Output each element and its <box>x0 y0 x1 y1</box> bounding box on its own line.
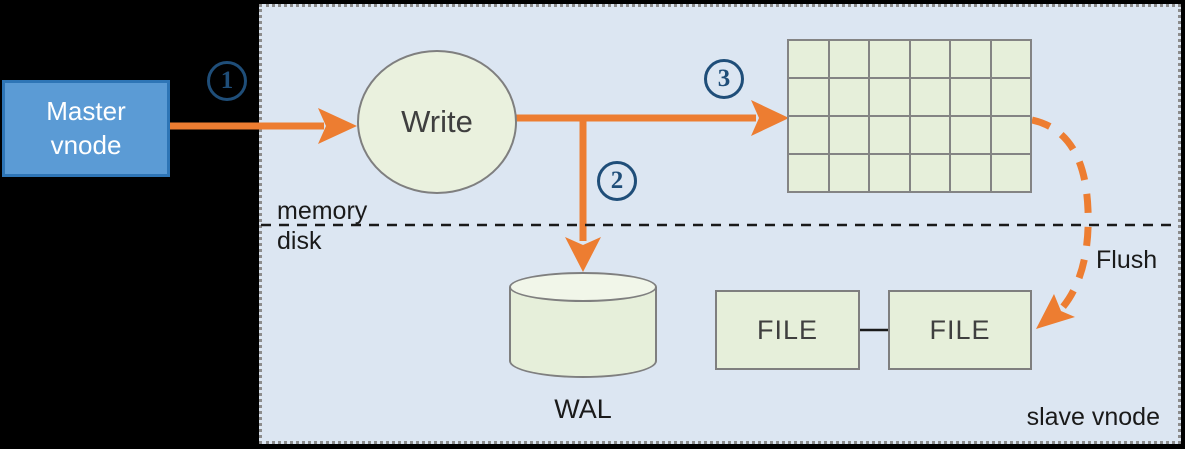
memtable-cell <box>991 117 1030 153</box>
slave-vnode-label: slave vnode <box>1026 403 1160 431</box>
memtable-cell <box>951 79 990 115</box>
step-3-number: 3 <box>717 65 731 92</box>
memtable-cell <box>870 79 909 115</box>
memory-label: memory <box>277 197 368 225</box>
file-box-2: FILE <box>888 290 1032 370</box>
memtable-cell <box>870 41 909 77</box>
file-box-2-label: FILE <box>929 314 991 345</box>
memtable-cell <box>991 41 1030 77</box>
wal-cylinder-top <box>509 272 657 302</box>
memtable-cell <box>789 79 828 115</box>
memtable-cell <box>991 79 1030 115</box>
step-2-number: 2 <box>610 167 624 194</box>
write-node: Write <box>357 50 517 194</box>
memtable-cell <box>829 79 868 115</box>
memtable-cell <box>910 117 949 153</box>
step-2-badge: 2 <box>597 161 637 201</box>
memtable-cell <box>910 41 949 77</box>
step-1-badge: 1 <box>207 61 247 101</box>
memtable-cell <box>789 117 828 153</box>
memtable-cell <box>870 155 909 191</box>
memtable-cell <box>829 117 868 153</box>
file-box-1: FILE <box>715 290 860 370</box>
master-vnode-box: Master vnode <box>2 80 170 177</box>
wal-cylinder-body <box>509 287 657 378</box>
step-3-badge: 3 <box>704 59 744 99</box>
wal-label: WAL <box>554 394 612 424</box>
memtable-cell <box>789 155 828 191</box>
memtable-cell <box>910 155 949 191</box>
memtable-cell <box>789 41 828 77</box>
memtable-cell <box>829 41 868 77</box>
memtable-cell <box>829 155 868 191</box>
wal-cylinder <box>509 272 657 378</box>
step-1-number: 1 <box>220 67 234 94</box>
flush-label: Flush <box>1096 246 1158 274</box>
memtable-cell <box>951 41 990 77</box>
memtable-cell <box>951 155 990 191</box>
disk-label: disk <box>277 227 322 255</box>
file-box-1-label: FILE <box>756 314 819 345</box>
memtable-grid <box>787 39 1032 193</box>
write-node-label: Write <box>401 104 473 139</box>
memtable-cell <box>991 155 1030 191</box>
memtable-cell <box>870 117 909 153</box>
master-vnode-label: Master vnode <box>46 95 126 160</box>
memtable-cell <box>910 79 949 115</box>
memtable-cell <box>951 117 990 153</box>
